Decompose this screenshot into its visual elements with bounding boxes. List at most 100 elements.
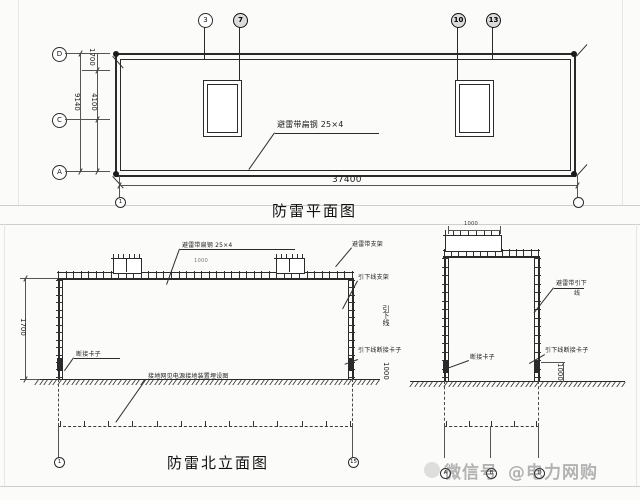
west-wall-left-inner xyxy=(448,256,449,381)
plan-grid-ext-c xyxy=(65,119,110,120)
elev-annotation-ground-net-leader xyxy=(115,379,146,423)
elev-disconnect-clamp-right xyxy=(348,358,354,371)
plan-lightning-band-bottom xyxy=(120,170,571,171)
elev-grid-bubble-1[interactable]: 1 xyxy=(54,457,65,468)
plan-grid-ext-a xyxy=(65,171,110,172)
plan-overall-ext-right xyxy=(577,176,578,202)
elev-roof-structure-right-top xyxy=(274,258,305,259)
west-wall-right xyxy=(538,256,540,381)
sheet-left-edge-lower xyxy=(4,224,5,486)
elev-roof-structure-left-top xyxy=(111,258,142,259)
elev-ground-line xyxy=(35,379,380,380)
west-top-dim-ext-l xyxy=(448,226,449,234)
plan-roof-opening-left-inner xyxy=(207,84,238,133)
west-disconnect-clamp-right xyxy=(534,360,540,373)
panel-separator-top xyxy=(0,205,640,206)
plan-overall-ext-left xyxy=(119,176,120,202)
elev-disconnect-clamp-left xyxy=(57,358,63,371)
plan-corner-node-br xyxy=(571,171,577,177)
elev-ground-hatch xyxy=(34,380,380,385)
elev-roof-line xyxy=(57,278,354,280)
plan-grid-bubble-c[interactable]: C xyxy=(52,113,67,128)
west-grid-stem-b xyxy=(490,426,491,458)
watermark-logo-icon xyxy=(424,462,440,478)
elev-roof-structure-right xyxy=(276,258,305,274)
plan-lightning-band-right xyxy=(570,59,571,171)
west-roof-line xyxy=(443,256,540,258)
plan-callout-7[interactable]: 7 xyxy=(233,13,248,28)
plan-annotation-lightning-band: 避雷带扁钢 25×4 xyxy=(277,120,344,129)
west-ground-dim-line xyxy=(541,362,565,363)
west-top-dim-label: 1000 xyxy=(464,221,479,227)
panel-separator-mid xyxy=(0,224,640,225)
west-buried-left xyxy=(444,381,445,426)
west-wall-right-inner xyxy=(534,256,535,381)
plan-callout-stem-10 xyxy=(457,26,458,81)
elev-annotation-clamp-right-l1: 引下线断接卡子 xyxy=(358,347,402,354)
west-grid-bubble-b[interactable]: B xyxy=(486,468,497,479)
west-penthouse-top xyxy=(443,235,502,236)
west-ground-hatch xyxy=(409,382,626,387)
elev-grid-bubble-15[interactable]: 15 xyxy=(348,457,359,468)
elev-roof-structure-left-div xyxy=(126,258,127,272)
elev-wall-left-inner xyxy=(62,278,63,379)
plan-grid-ext-d xyxy=(65,53,110,54)
plan-callout-13[interactable]: 13 xyxy=(486,13,501,28)
plan-roof-outline-left xyxy=(115,53,117,176)
west-ground-dim-ext xyxy=(563,362,564,382)
watermark-text-left: 微信号 xyxy=(444,463,498,483)
plan-grid-bubble-bottom-1[interactable]: 1 xyxy=(115,197,126,208)
west-penthouse xyxy=(445,235,502,252)
plan-grid-bubble-bottom-right[interactable] xyxy=(573,197,584,208)
plan-corner-node-tr xyxy=(571,51,577,57)
plan-dim-line-4100 xyxy=(97,53,98,171)
elev-annotation-down-conductor: 引下线 xyxy=(382,305,390,326)
elev-annotation-bracket-down: 引下线支架 xyxy=(358,274,390,281)
elev-annotation-ground-net: 接地网见电源接地装置埋设图 xyxy=(148,373,229,380)
elev-roof-band-line xyxy=(57,272,354,273)
plan-dim-label-4100: 4100 xyxy=(90,93,98,111)
north-elevation-title: 防雷北立面图 xyxy=(167,454,270,472)
elev-annotation-clamp-left-underline xyxy=(74,358,120,359)
west-top-dim-ext-r xyxy=(500,226,501,234)
plan-roof-outline-right xyxy=(574,53,576,176)
plan-roof-outline-bottom xyxy=(115,175,576,177)
elev-annotation-bracket-top: 避雷带支架 xyxy=(352,241,384,248)
elev-height-ext-top xyxy=(20,278,58,279)
west-grid-bubble-a[interactable]: A xyxy=(440,468,451,479)
plan-overall-dim-label: 37400 xyxy=(332,175,362,185)
west-annotation-clamp-right: 引下线断接卡子 xyxy=(545,347,589,354)
elev-annotation-ground-dim: 1000 xyxy=(382,362,390,380)
plan-grid-bubble-a[interactable]: A xyxy=(52,165,67,180)
panel-separator-bottom xyxy=(0,486,640,487)
west-disconnect-clamp-left xyxy=(443,360,449,373)
west-grid-bubble-d[interactable]: D xyxy=(534,468,545,479)
plan-corner-node-bl xyxy=(113,171,119,177)
elev-annotation-roof-span: 1000 xyxy=(194,258,209,264)
elev-wall-right xyxy=(352,278,354,379)
plan-annotation-leader xyxy=(248,132,275,170)
elev-annotation-roof-band-underline xyxy=(180,249,295,250)
plan-grid-bubble-d[interactable]: D xyxy=(52,47,67,62)
west-ground-line xyxy=(410,381,625,382)
elev-annotation-bracket-top-leader xyxy=(335,247,352,268)
west-annotation-down-conductor-underline xyxy=(554,288,584,289)
sheet-left-edge xyxy=(18,0,19,205)
west-ground-grid-ticks xyxy=(446,421,537,427)
west-buried-right xyxy=(538,381,539,426)
elev-ground-grid-ticks xyxy=(60,421,351,427)
plan-corner-arrow-br xyxy=(576,164,588,177)
elev-buried-conductor-right xyxy=(352,379,353,426)
elev-annotation-clamp-left-leader xyxy=(64,357,74,372)
watermark-text-right: @电力网购 xyxy=(508,463,598,483)
elev-annotation-roof-band: 避雷带扁钢 25×4 xyxy=(182,242,233,249)
west-top-dim-line xyxy=(448,230,500,231)
plan-corner-arrow-tl xyxy=(112,56,124,69)
elev-annotation-clamp-left: 断接卡子 xyxy=(76,351,101,358)
plan-callout-3[interactable]: 3 xyxy=(198,13,213,28)
plan-roof-opening-right-inner xyxy=(459,84,490,133)
plan-dim-line-9140 xyxy=(80,53,81,171)
plan-callout-10[interactable]: 10 xyxy=(451,13,466,28)
plan-dim-label-1700: 1700 xyxy=(88,48,96,66)
west-wall-left xyxy=(444,256,446,381)
